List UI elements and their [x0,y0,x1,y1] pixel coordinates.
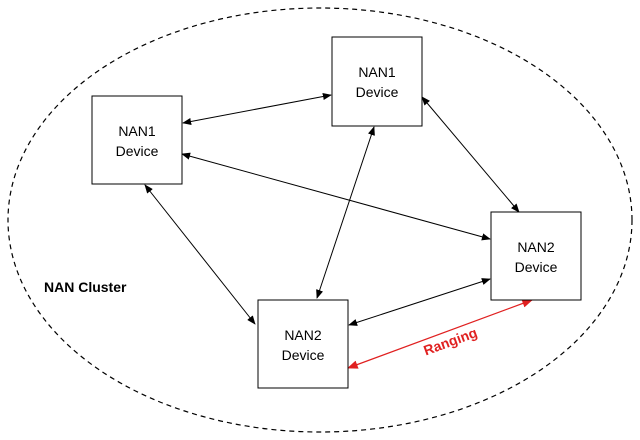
device-box [257,299,349,389]
device-line1: NAN1 [358,64,396,80]
device-nan2-bottom: NAN2 Device [257,299,349,389]
link-nan1-top-nan2-bottom [316,126,375,299]
link-nan1-left-nan2-right [181,152,491,241]
device-box [490,211,582,301]
link-nan1-left-nan2-bottom [144,184,256,325]
device-nan1-top: NAN1 Device [331,36,423,127]
device-nan1-left: NAN1 Device [91,95,183,185]
device-line2: Device [116,143,159,159]
device-nan2-right: NAN2 Device [490,211,582,301]
cluster-boundary [7,7,633,433]
ranging-link [346,299,534,369]
device-line2: Device [356,84,399,100]
link-nan2-bottom-nan2-right [348,278,491,326]
device-line1: NAN1 [118,123,156,139]
device-box [331,36,423,127]
ranging-label: Ranging [421,324,479,358]
device-line2: Device [282,347,325,363]
link-nan1-left-nan1-top [182,92,332,126]
device-line1: NAN2 [517,239,555,255]
device-box [91,95,183,185]
device-line2: Device [515,259,558,275]
device-line1: NAN2 [284,327,322,343]
link-nan1-top-nan2-right [421,96,520,213]
cluster-label: NAN Cluster [44,279,127,295]
